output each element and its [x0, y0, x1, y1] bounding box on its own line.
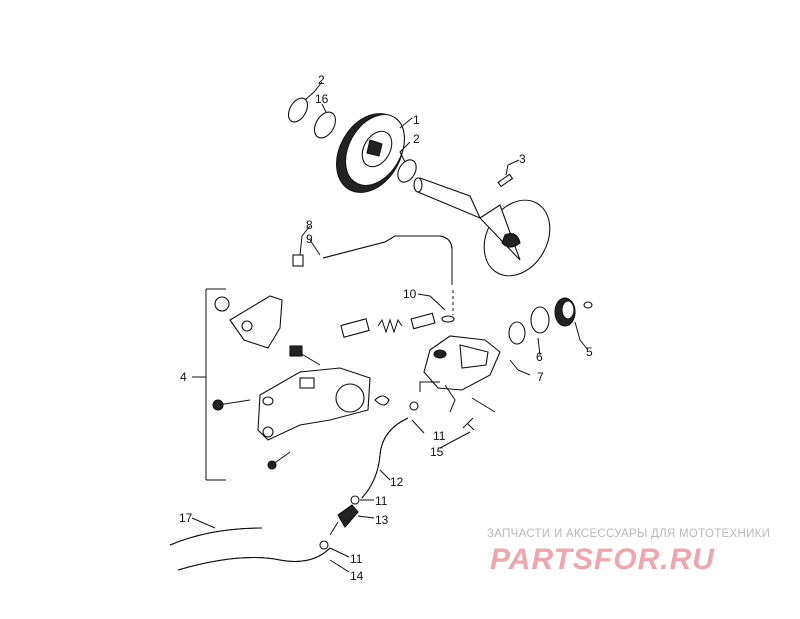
- seal-ring-part: [313, 111, 337, 139]
- shaft-impeller-part: [413, 177, 551, 277]
- callout-labels: 2 16 1 2 3 8 9 10 4 5 6 7 11 15 12 11 13…: [179, 73, 593, 583]
- snap-ring-part: [397, 159, 417, 183]
- callout-11: 11: [375, 494, 388, 508]
- watermark-logo: PARTSFOR.RU: [490, 543, 715, 576]
- snap-ring-part: [287, 97, 309, 123]
- callout-16: 16: [315, 92, 329, 106]
- o-ring-part: [441, 315, 455, 323]
- bearing-part: [508, 321, 526, 345]
- callout-15: 15: [430, 445, 444, 459]
- callout-11: 11: [433, 429, 446, 443]
- callout-8: 8: [306, 218, 313, 232]
- callout-10: 10: [403, 287, 417, 301]
- watermark-tagline: ЗАПЧАСТИ И АКСЕССУАРЫ ДЛЯ МОТОТЕХНИКИ: [487, 528, 770, 540]
- callout-17: 17: [179, 511, 193, 525]
- callout-9: 9: [306, 232, 313, 246]
- valve-fitting-part: [329, 504, 359, 536]
- gear-part: [554, 297, 593, 327]
- spring-plunger-part: [340, 312, 436, 338]
- gasket-part: [530, 306, 550, 334]
- callout-4: 4: [180, 370, 187, 384]
- callout-13: 13: [375, 513, 389, 527]
- callout-12: 12: [390, 475, 404, 489]
- short-hose-part: [169, 527, 263, 546]
- callout-11: 11: [350, 552, 363, 566]
- tube-part: [292, 235, 453, 285]
- callout-14: 14: [350, 569, 364, 583]
- screw-part: [462, 417, 475, 431]
- callout-6: 6: [536, 350, 543, 364]
- callout-2: 2: [413, 132, 420, 146]
- long-hose-part: [177, 547, 331, 571]
- pulley-part: [336, 113, 406, 193]
- callout-1: 1: [413, 113, 420, 127]
- clamp-part: [409, 401, 419, 411]
- watermark: ЗАПЧАСТИ И АКСЕССУАРЫ ДЛЯ МОТОТЕХНИКИ PA…: [487, 528, 770, 576]
- clamp-part: [350, 495, 360, 505]
- pump-housing-part: [423, 335, 501, 413]
- callout-7: 7: [537, 370, 544, 384]
- pin-part: [497, 173, 514, 188]
- bracket-assembly-part: [212, 295, 390, 470]
- callout-3: 3: [519, 152, 526, 166]
- callout-2: 2: [318, 73, 325, 87]
- callout-5: 5: [586, 345, 593, 359]
- leader-lines: [191, 81, 589, 573]
- clamp-part: [319, 540, 329, 550]
